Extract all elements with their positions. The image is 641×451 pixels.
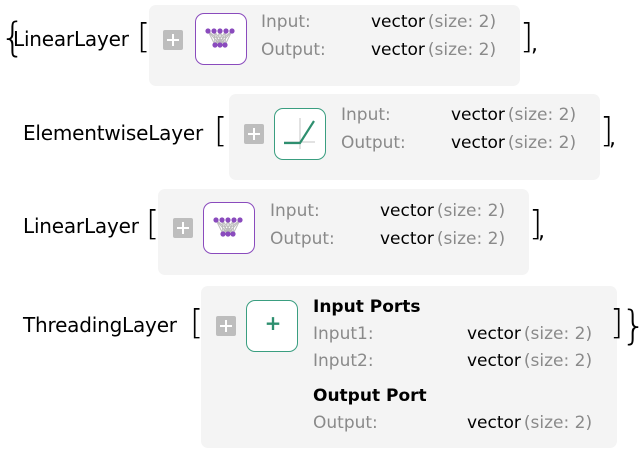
list-close-brace: } [621, 306, 641, 346]
open-bracket: [ [137, 17, 151, 57]
close-bracket: ] [529, 204, 543, 244]
layer-name: ThreadingLayer [23, 313, 177, 337]
close-bracket: ] [520, 17, 534, 57]
port-type: vector [467, 413, 521, 433]
expand-button[interactable] [244, 124, 264, 144]
port-size: (size: 2) [436, 201, 506, 221]
port-label: Input2: [313, 351, 374, 371]
comma: , [531, 32, 538, 57]
expand-button[interactable] [163, 30, 183, 50]
input-ports-header: Input Ports [313, 297, 421, 317]
expand-button[interactable] [173, 218, 193, 238]
port-value: vector(size: 2) [467, 324, 592, 344]
layer-name: LinearLayer [13, 27, 129, 51]
linear-layer-network-icon [195, 13, 247, 65]
expand-button[interactable] [216, 316, 236, 336]
port-label: Output: [341, 133, 406, 153]
port-value: vector(size: 2) [467, 351, 592, 371]
comma: , [538, 219, 545, 244]
port-value: vector(size: 2) [451, 105, 576, 125]
port-type: vector [380, 201, 434, 221]
port-label: Output: [261, 40, 326, 60]
close-bracket: ] [600, 111, 614, 151]
port-label: Output: [313, 413, 378, 433]
port-label: Input: [270, 201, 320, 221]
ramp-function-icon [274, 108, 326, 160]
layer-name: ElementwiseLayer [23, 121, 204, 145]
list-open-brace: { [0, 15, 26, 61]
port-value: vector(size: 2) [467, 413, 592, 433]
layer-name: LinearLayer [23, 214, 139, 238]
port-size: (size: 2) [427, 40, 497, 60]
layer-summary-panel: Input: vector(size: 2) Output: vector(si… [149, 5, 520, 86]
port-value: vector(size: 2) [451, 133, 576, 153]
plus-icon: + [246, 300, 298, 352]
port-size: (size: 2) [523, 351, 593, 371]
port-value: vector(size: 2) [380, 201, 505, 221]
open-bracket: [ [214, 111, 228, 151]
port-size: (size: 2) [427, 12, 497, 32]
layer-summary-panel: Input: vector(size: 2) Output: vector(si… [158, 189, 529, 275]
port-label: Output: [270, 229, 335, 249]
port-type: vector [467, 351, 521, 371]
port-value: vector(size: 2) [371, 40, 496, 60]
port-value: vector(size: 2) [371, 12, 496, 32]
open-bracket: [ [146, 204, 160, 244]
layer-summary-panel: + Input Ports Input1: vector(size: 2) In… [201, 286, 617, 448]
close-bracket: ] [610, 303, 624, 343]
port-type: vector [371, 12, 425, 32]
port-size: (size: 2) [507, 133, 577, 153]
port-type: vector [451, 133, 505, 153]
port-type: vector [371, 40, 425, 60]
port-label: Input1: [313, 324, 374, 344]
port-label: Input: [341, 105, 391, 125]
threading-symbol: + [264, 311, 282, 335]
layer-summary-panel: Input: vector(size: 2) Output: vector(si… [229, 94, 600, 180]
port-size: (size: 2) [523, 413, 593, 433]
port-size: (size: 2) [523, 324, 593, 344]
linear-layer-network-icon [203, 202, 255, 254]
port-value: vector(size: 2) [380, 229, 505, 249]
port-size: (size: 2) [507, 105, 577, 125]
comma: , [609, 126, 616, 151]
port-label: Input: [261, 12, 311, 32]
open-bracket: [ [190, 303, 204, 343]
port-type: vector [380, 229, 434, 249]
port-type: vector [467, 324, 521, 344]
output-port-header: Output Port [313, 386, 427, 406]
port-type: vector [451, 105, 505, 125]
port-size: (size: 2) [436, 229, 506, 249]
